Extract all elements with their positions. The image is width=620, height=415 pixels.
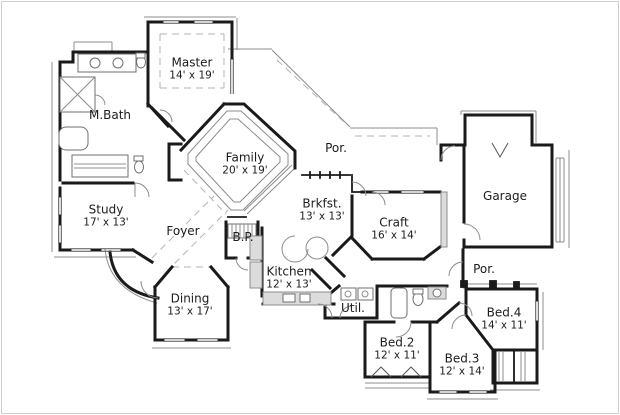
room-dims: 17' x 13' <box>83 216 129 229</box>
room-dims: 14' x 11' <box>481 319 527 332</box>
room-name: Bed.4 <box>486 305 522 320</box>
room-dims: 12' x 13' <box>266 278 312 291</box>
room-label-bed2: Bed.2 12' x 11' <box>374 336 419 363</box>
room-name: M.Bath <box>88 107 132 122</box>
room-label-family: Family 20' x 19' <box>222 151 267 178</box>
dashed-ceiling-lines <box>151 33 430 273</box>
secondary-walls <box>227 171 520 384</box>
room-name: B.P. <box>232 229 254 244</box>
room-name: Util. <box>341 300 365 315</box>
room-label-mbath: M.Bath <box>89 108 131 122</box>
room-dims: 13' x 17' <box>167 305 213 318</box>
room-dims: 13' x 13' <box>299 210 345 223</box>
room-name: Bed.2 <box>379 335 415 350</box>
room-label-study: Study 17' x 13' <box>83 203 128 230</box>
room-name: Master <box>171 55 213 70</box>
room-name: Craft <box>379 215 409 230</box>
room-dims: 14' x 19' <box>169 69 215 82</box>
room-label-dining: Dining 13' x 17' <box>167 292 212 319</box>
garage-door-strip <box>440 157 565 248</box>
room-name: Dining <box>170 291 210 306</box>
room-dims: 12' x 14' <box>439 365 485 378</box>
room-label-kitchen: Kitchen 12' x 13' <box>266 265 311 292</box>
room-label-foyer: Foyer <box>166 224 199 238</box>
room-dims: 12' x 11' <box>374 349 420 362</box>
room-dims: 16' x 14' <box>371 229 417 242</box>
room-label-bed4: Bed.4 14' x 11' <box>481 306 526 333</box>
room-label-util: Util. <box>341 301 365 315</box>
room-dims: 20' x 19' <box>222 164 268 177</box>
room-label-bed3: Bed.3 12' x 14' <box>439 352 484 379</box>
room-name: Por. <box>473 261 495 276</box>
room-label-garage: Garage <box>483 189 527 203</box>
room-name: Por. <box>325 140 347 155</box>
room-name: Foyer <box>166 223 200 238</box>
windows <box>58 20 539 394</box>
fixtures <box>58 52 526 381</box>
room-name: Brkfst. <box>302 196 342 211</box>
room-name: Family <box>225 150 265 165</box>
room-name: Kitchen <box>266 264 312 279</box>
room-label-brkfst: Brkfst. 13' x 13' <box>299 197 344 224</box>
door-arcs <box>94 94 481 338</box>
family-ceiling-rings <box>187 110 296 215</box>
room-name: Garage <box>483 188 527 203</box>
room-name: Bed.3 <box>444 351 480 366</box>
room-label-bp: B.P. <box>232 230 253 244</box>
room-label-porch-top: Por. <box>325 141 347 155</box>
room-name: Study <box>88 202 124 217</box>
room-label-master: Master 14' x 19' <box>169 56 214 83</box>
room-label-porch-rear: Por. <box>473 262 495 276</box>
room-label-craft: Craft 16' x 14' <box>371 216 416 243</box>
